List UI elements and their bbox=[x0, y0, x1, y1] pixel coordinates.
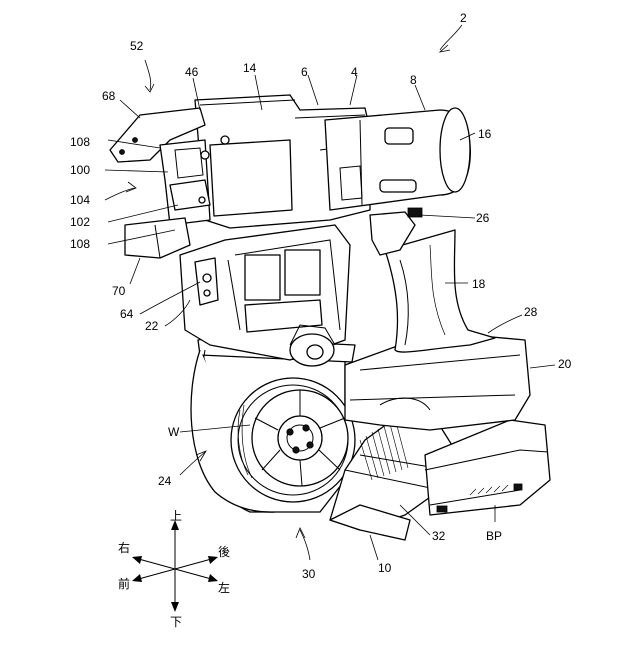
label-52: 52 bbox=[130, 39, 144, 53]
direction-compass: 上 下 右 後 前 左 bbox=[118, 509, 230, 629]
label-16: 16 bbox=[478, 127, 492, 141]
label-6: 6 bbox=[301, 65, 308, 79]
label-10: 10 bbox=[378, 561, 392, 575]
label-70: 70 bbox=[112, 284, 126, 298]
direction-down: 下 bbox=[170, 615, 182, 629]
label-68: 68 bbox=[102, 89, 116, 103]
label-BP: BP bbox=[486, 529, 502, 543]
label-32: 32 bbox=[432, 529, 446, 543]
label-18: 18 bbox=[472, 277, 486, 291]
direction-up: 上 bbox=[170, 509, 182, 523]
direction-front: 前 bbox=[118, 576, 130, 591]
label-64: 64 bbox=[120, 307, 134, 321]
direction-left: 左 bbox=[218, 580, 230, 595]
label-102: 102 bbox=[70, 215, 90, 229]
label-22: 22 bbox=[145, 319, 159, 333]
motor-housing bbox=[325, 108, 470, 210]
label-4: 4 bbox=[351, 65, 358, 79]
direction-right: 右 bbox=[118, 540, 130, 555]
label-14: 14 bbox=[243, 61, 257, 75]
label-2: 2 bbox=[460, 11, 467, 25]
direction-back: 後 bbox=[218, 545, 230, 559]
label-30: 30 bbox=[302, 567, 316, 581]
label-W: W bbox=[168, 425, 180, 439]
label-8: 8 bbox=[410, 73, 417, 87]
label-100: 100 bbox=[70, 163, 90, 177]
label-108-top: 108 bbox=[70, 135, 90, 149]
label-28: 28 bbox=[524, 305, 538, 319]
label-20: 20 bbox=[558, 357, 572, 371]
label-104: 104 bbox=[70, 193, 90, 207]
label-26: 26 bbox=[476, 211, 490, 225]
label-108-bottom: 108 bbox=[70, 237, 90, 251]
label-24: 24 bbox=[158, 474, 172, 488]
label-46: 46 bbox=[185, 65, 199, 79]
wire-reel bbox=[231, 378, 355, 502]
